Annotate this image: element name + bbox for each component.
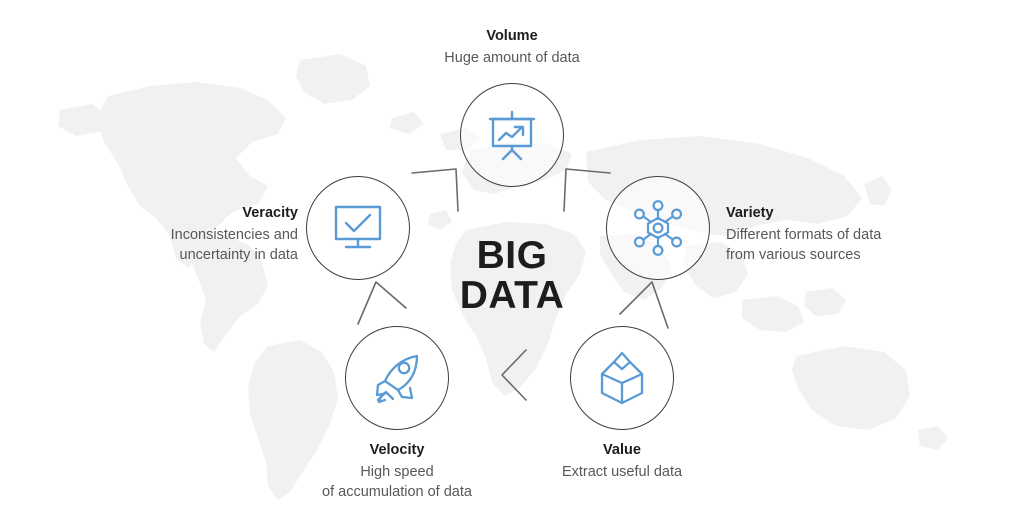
label-velocity: Velocity High speed of accumulation of d… <box>287 440 507 502</box>
connector-volume-to-variety <box>563 168 611 212</box>
label-variety: Variety Different formats of data from v… <box>726 203 926 265</box>
open-box-icon <box>591 349 653 407</box>
label-veracity: Veracity Inconsistencies and uncertainty… <box>100 203 298 265</box>
node-circle-velocity[interactable] <box>345 326 449 430</box>
node-circle-variety[interactable] <box>606 176 710 280</box>
label-volume-title: Volume <box>486 28 538 44</box>
label-veracity-subtitle: Inconsistencies and uncertainty in data <box>170 227 298 263</box>
label-velocity-title: Velocity <box>369 442 425 458</box>
label-volume-subtitle: Huge amount of data <box>444 50 580 66</box>
monitor-check-icon <box>328 200 388 256</box>
network-nodes-icon <box>627 197 689 259</box>
node-circle-volume[interactable] <box>460 83 564 187</box>
node-circle-value[interactable] <box>570 326 674 430</box>
connector-veracity-to-volume <box>411 168 459 212</box>
label-veracity-title: Veracity <box>242 205 298 221</box>
presentation-chart-icon <box>483 106 541 164</box>
label-volume: Volume Huge amount of data <box>392 26 632 68</box>
label-velocity-subtitle: High speed of accumulation of data <box>322 464 472 500</box>
connector-value-to-velocity <box>501 349 527 401</box>
rocket-icon <box>367 348 427 408</box>
label-value: Value Extract useful data <box>512 440 732 482</box>
label-value-subtitle: Extract useful data <box>561 464 683 480</box>
center-title-line1: BIG <box>476 234 548 277</box>
center-title-line2: DATA <box>459 274 565 317</box>
label-value-title: Value <box>603 442 641 458</box>
center-title: BIG DATA <box>402 236 622 316</box>
label-variety-subtitle: Different formats of data from various s… <box>726 227 882 263</box>
node-circle-veracity[interactable] <box>306 176 410 280</box>
label-variety-title: Variety <box>726 205 774 221</box>
